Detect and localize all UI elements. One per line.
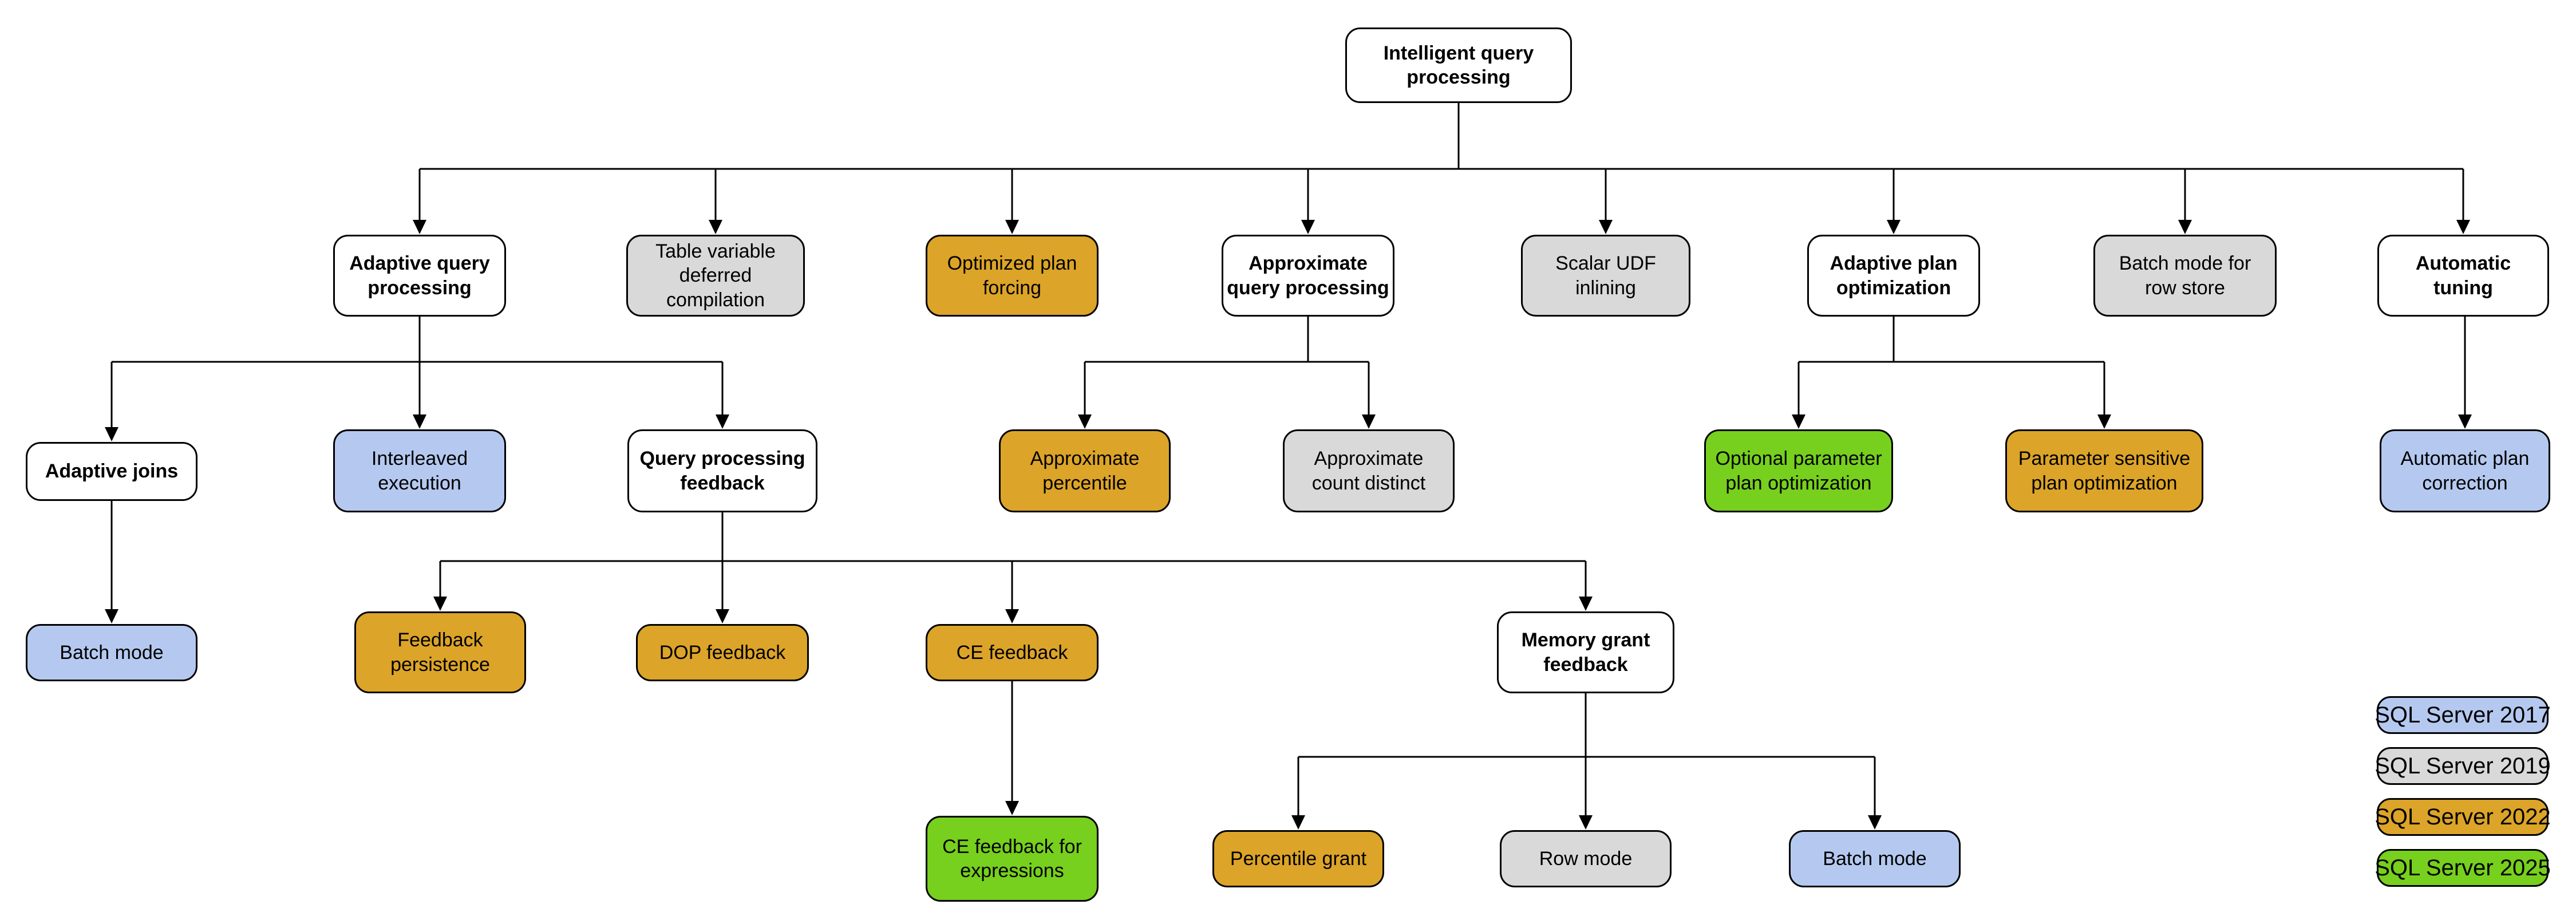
- node-label: Parameter sensitive plan optimization: [2018, 448, 2191, 494]
- node-label: Approximate percentile: [1030, 448, 1140, 494]
- legend-item-sql-server-2022: SQL Server 2022: [2374, 798, 2551, 836]
- node-label: Optimized plan forcing: [947, 252, 1077, 299]
- node-automatic-tuning: Automatic tuning: [2377, 235, 2549, 317]
- node-feedback-persistence: Feedback persistence: [354, 611, 526, 693]
- node-label: Memory grant feedback: [1521, 629, 1650, 676]
- node-label: Feedback persistence: [390, 629, 490, 676]
- node-label: Adaptive joins: [45, 460, 179, 483]
- legend-item-sql-server-2019: SQL Server 2019: [2374, 747, 2551, 785]
- node-label: Table variable deferred compilation: [655, 240, 776, 311]
- node-query-processing-feedback: Query processing feedback: [627, 429, 817, 512]
- node-scalar-udf-inlining: Scalar UDF inlining: [1521, 235, 1690, 317]
- node-label: Batch mode for row store: [2119, 252, 2251, 299]
- node-label: Optional parameter plan optimization: [1715, 448, 1882, 494]
- node-label: CE feedback for expressions: [942, 835, 1082, 882]
- legend-label: SQL Server 2025: [2374, 855, 2551, 881]
- node-intelligent-query-processing: Intelligent query processing: [1345, 27, 1572, 103]
- node-approximate-count-distinct: Approximate count distinct: [1283, 429, 1455, 512]
- node-interleaved-execution: Interleaved execution: [333, 429, 506, 512]
- node-label: Adaptive query processing: [349, 252, 490, 299]
- node-batch-mode-for-row-store: Batch mode for row store: [2093, 235, 2277, 317]
- node-label: Query processing feedback: [639, 448, 805, 494]
- node-optional-parameter-plan-optimization: Optional parameter plan optimization: [1704, 429, 1893, 512]
- node-adaptive-query-processing: Adaptive query processing: [333, 235, 506, 317]
- node-label: Approximate count distinct: [1311, 448, 1426, 494]
- node-adaptive-joins: Adaptive joins: [26, 442, 197, 501]
- node-ce-feedback: CE feedback: [926, 624, 1099, 681]
- node-approximate-query-processing: Approximate query processing: [1222, 235, 1394, 317]
- node-label: Percentile grant: [1230, 847, 1367, 870]
- node-percentile-grant: Percentile grant: [1212, 830, 1384, 887]
- node-dop-feedback: DOP feedback: [636, 624, 809, 681]
- node-label: Intelligent query processing: [1383, 42, 1534, 88]
- node-label: Batch mode: [1823, 847, 1927, 870]
- node-label: Scalar UDF inlining: [1555, 252, 1656, 299]
- node-adaptive-plan-optimization: Adaptive plan optimization: [1807, 235, 1980, 317]
- node-label: DOP feedback: [659, 641, 786, 664]
- node-table-variable-deferred-compilation: Table variable deferred compilation: [626, 235, 805, 317]
- node-parameter-sensitive-plan-optimization: Parameter sensitive plan optimization: [2005, 429, 2203, 512]
- legend-item-sql-server-2025: SQL Server 2025: [2374, 849, 2551, 887]
- node-approximate-percentile: Approximate percentile: [999, 429, 1171, 512]
- node-label: Automatic tuning: [2415, 252, 2511, 299]
- node-label: Row mode: [1539, 847, 1633, 870]
- node-row-mode: Row mode: [1500, 830, 1672, 887]
- legend-item-sql-server-2017: SQL Server 2017: [2374, 696, 2551, 734]
- legend-label: SQL Server 2022: [2374, 804, 2551, 830]
- legend-label: SQL Server 2019: [2374, 753, 2551, 779]
- node-batch-mode-memory-grant: Batch mode: [1789, 830, 1961, 887]
- node-batch-mode-adaptive-joins: Batch mode: [26, 624, 197, 681]
- node-label: Adaptive plan optimization: [1830, 252, 1958, 299]
- node-label: Automatic plan correction: [2400, 448, 2530, 494]
- node-label: CE feedback: [956, 641, 1068, 664]
- node-automatic-plan-correction: Automatic plan correction: [2380, 429, 2550, 512]
- legend-label: SQL Server 2017: [2374, 702, 2551, 728]
- node-label: Interleaved execution: [371, 448, 468, 494]
- node-label: Approximate query processing: [1227, 252, 1389, 299]
- node-memory-grant-feedback: Memory grant feedback: [1497, 611, 1674, 693]
- node-ce-feedback-for-expressions: CE feedback for expressions: [926, 816, 1099, 902]
- node-optimized-plan-forcing: Optimized plan forcing: [926, 235, 1099, 317]
- node-label: Batch mode: [60, 641, 164, 664]
